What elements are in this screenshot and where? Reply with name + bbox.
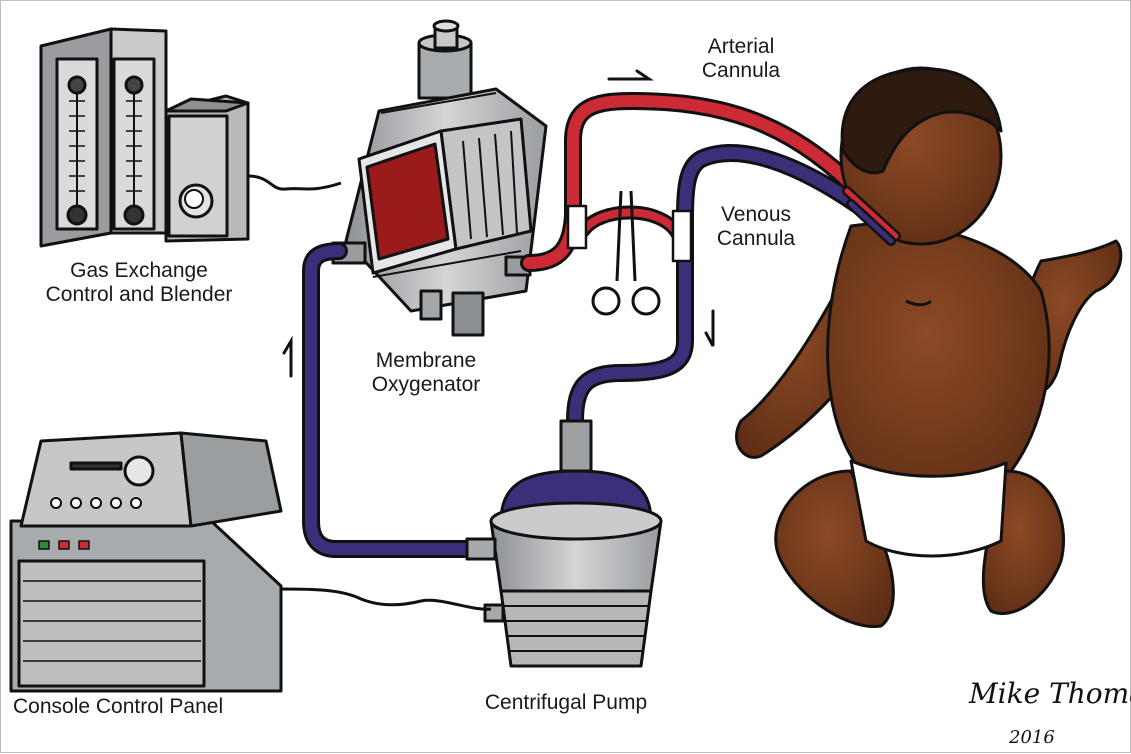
artist-signature: Mike Thomas (969, 677, 1131, 710)
infant-figure (737, 68, 1121, 627)
arterial-cannula-label: Arterial Cannula (686, 35, 796, 83)
console-control-panel-label: Console Control Panel (13, 695, 293, 719)
venous-flow-arrow (706, 311, 713, 346)
gas-exchange-blender-device (41, 29, 248, 246)
membrane-oxygenator-label-line1: Membrane (351, 349, 501, 373)
gas-exchange-label-line1: Gas Exchange (29, 259, 249, 283)
artist-signature-year: 2016 (1009, 727, 1055, 748)
venous-cannula-label-line2: Cannula (701, 227, 811, 251)
arterial-flow-arrow (609, 71, 649, 79)
arterial-cannula-label-line1: Arterial (686, 35, 796, 59)
arterial-cannula-label-line2: Cannula (686, 59, 796, 83)
venous-cannula-label-line1: Venous (701, 203, 811, 227)
console-cable (281, 589, 491, 609)
gas-exchange-label-line2: Control and Blender (29, 283, 249, 307)
venous-cannula-label: Venous Cannula (701, 203, 811, 251)
gas-line-cable (248, 176, 341, 189)
centrifugal-pump-device (467, 421, 661, 666)
return-flow-arrow (284, 341, 291, 376)
membrane-oxygenator-device (333, 21, 546, 335)
centrifugal-pump-label: Centrifugal Pump (456, 691, 676, 715)
console-control-panel-device (11, 433, 281, 691)
gas-exchange-label: Gas Exchange Control and Blender (29, 259, 249, 307)
membrane-oxygenator-label-line2: Oxygenator (351, 373, 501, 397)
membrane-oxygenator-label: Membrane Oxygenator (351, 349, 501, 397)
